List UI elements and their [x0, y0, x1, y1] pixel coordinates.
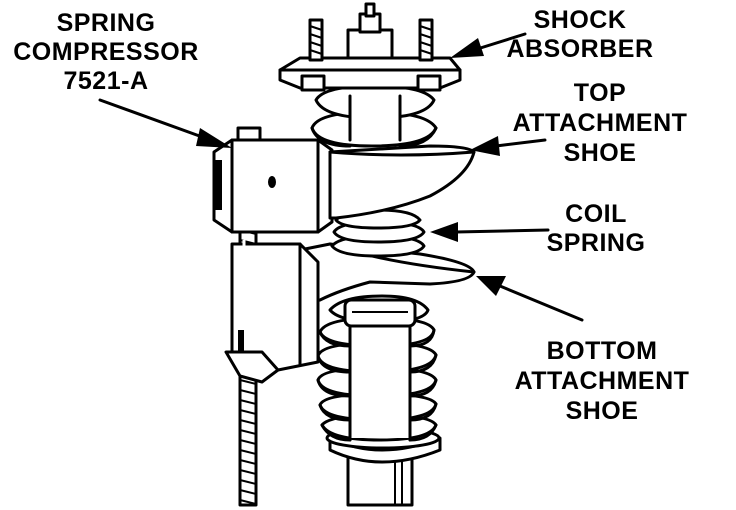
label-coil-spring-line-2: SPRING [547, 229, 646, 257]
label-spring-compressor-line-3: 7521-A [64, 67, 149, 95]
label-shock-absorber-line-1: SHOCK [534, 6, 627, 34]
coil-spring-upper [310, 84, 438, 148]
label-coil-spring-line-1: COIL [565, 200, 627, 228]
label-spring-compressor: SPRING COMPRESSOR 7521-A [13, 9, 199, 95]
label-spring-compressor-line-1: SPRING [57, 9, 156, 37]
spring-compressor-tool [212, 126, 334, 507]
label-bottom-attachment-shoe: BOTTOM ATTACHMENT SHOE [515, 337, 690, 425]
label-top-attachment-shoe: TOP ATTACHMENT SHOE [513, 79, 688, 167]
top-attachment-shoe [328, 144, 476, 220]
label-spring-compressor-line-2: COMPRESSOR [13, 38, 199, 66]
label-shock-absorber-line-2: ABSORBER [506, 35, 653, 63]
label-bottom-attachment-shoe-line-3: SHOE [566, 397, 639, 425]
coil-spring-lower [316, 294, 438, 442]
label-top-attachment-shoe-line-1: TOP [574, 79, 626, 107]
label-top-attachment-shoe-line-3: SHOE [564, 139, 637, 167]
callout-arrows [98, 32, 584, 322]
label-bottom-attachment-shoe-line-1: BOTTOM [547, 337, 658, 365]
label-bottom-attachment-shoe-line-2: ATTACHMENT [515, 367, 690, 395]
top-mount [278, 2, 462, 92]
label-coil-spring: COIL SPRING [547, 200, 646, 257]
label-shock-absorber: SHOCK ABSORBER [506, 6, 653, 63]
label-top-attachment-shoe-line-2: ATTACHMENT [513, 109, 688, 137]
